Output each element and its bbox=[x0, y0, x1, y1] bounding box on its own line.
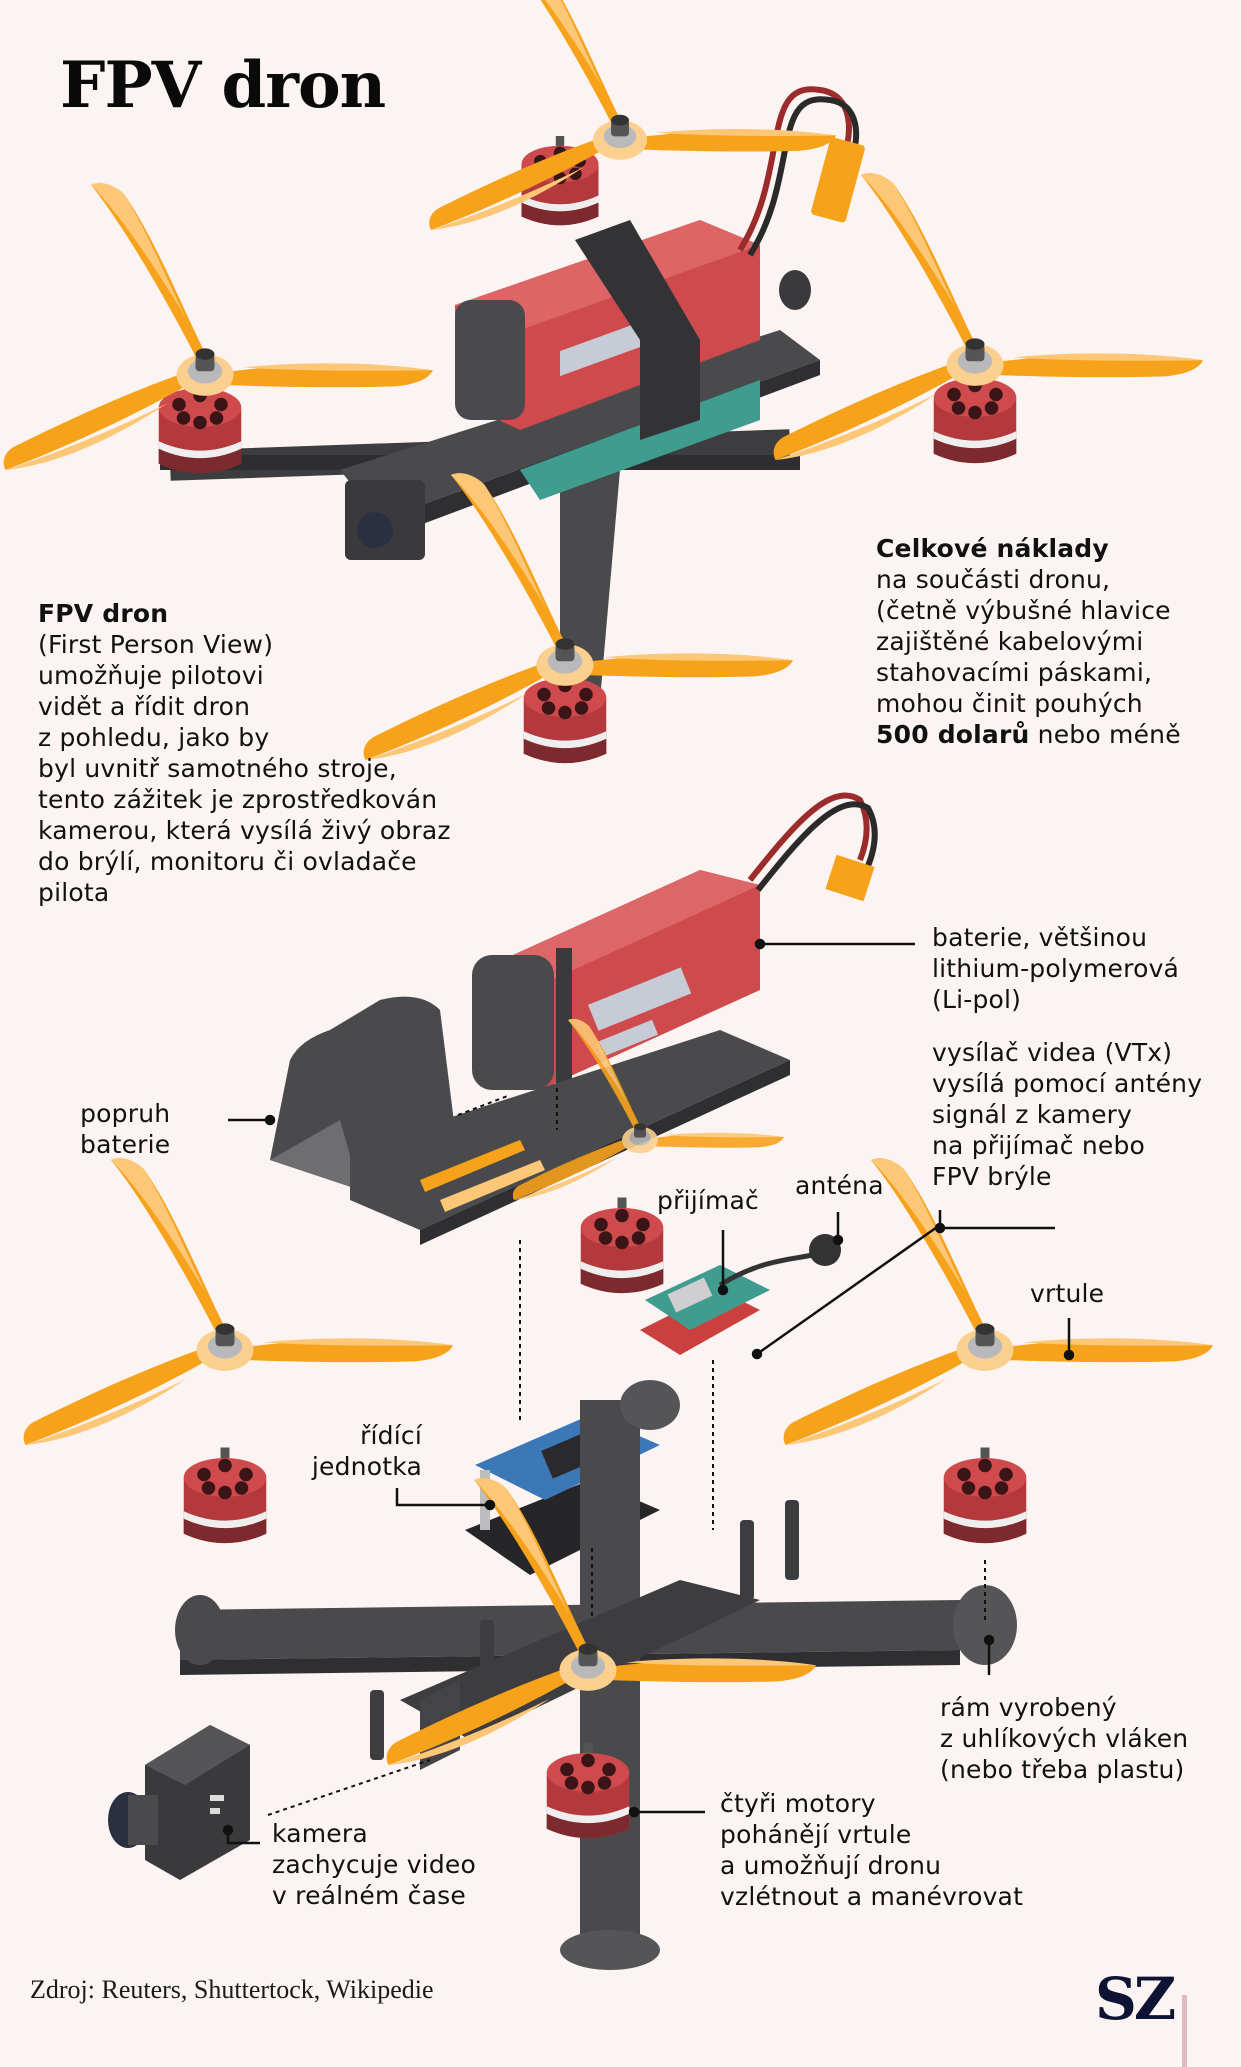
label-camera: kamera zachycuje video v reálném čase bbox=[272, 1818, 476, 1911]
leader-lines bbox=[222, 938, 1075, 1845]
label-line: signál z kamery bbox=[932, 1100, 1133, 1129]
label-vtx: vysílač videa (VTx) vysílá pomocí antény… bbox=[932, 1037, 1202, 1192]
cost-text: Celkové náklady na součásti dronu, (četn… bbox=[876, 533, 1181, 750]
label-propeller: vrtule bbox=[1030, 1278, 1104, 1309]
battery-part bbox=[472, 792, 878, 1090]
label-line: FPV brýle bbox=[932, 1162, 1052, 1191]
intro-line: vidět a řídit dron bbox=[38, 692, 251, 721]
label-line: z uhlíkových vláken bbox=[940, 1724, 1189, 1753]
label-line: vysílá pomocí antény bbox=[932, 1069, 1203, 1098]
cost-amount-suffix: nebo méně bbox=[1029, 720, 1181, 749]
label-line: zachycuje video bbox=[272, 1850, 476, 1879]
label-receiver: přijímač bbox=[657, 1185, 759, 1216]
page-title: FPV dron bbox=[60, 48, 386, 123]
dotted-guides bbox=[267, 1088, 986, 1816]
label-line: kamera bbox=[272, 1819, 368, 1848]
cost-line: (četně výbušné hlavice bbox=[876, 596, 1171, 625]
intro-line: do brýlí, monitoru či ovladače bbox=[38, 847, 417, 876]
intro-heading: FPV dron bbox=[38, 599, 169, 628]
label-line: na přijímač nebo bbox=[932, 1131, 1146, 1160]
cost-line: zajištěné kabelovými bbox=[876, 627, 1144, 656]
label-line: baterie, většinou bbox=[932, 923, 1148, 952]
camera-part bbox=[108, 1725, 250, 1880]
label-line: (Li-pol) bbox=[932, 985, 1022, 1014]
label-line: (nebo třeba plastu) bbox=[940, 1755, 1185, 1784]
cost-line: na součásti dronu, bbox=[876, 565, 1111, 594]
label-line: jednotka bbox=[311, 1452, 422, 1481]
label-line: pohánějí vrtule bbox=[720, 1820, 912, 1849]
label-line: baterie bbox=[80, 1130, 171, 1159]
cost-line: mohou činit pouhých bbox=[876, 689, 1143, 718]
receiver-part bbox=[640, 1234, 841, 1355]
assembled-drone bbox=[3, 0, 1203, 764]
cost-amount: 500 dolarů bbox=[876, 720, 1030, 749]
intro-line: (First Person View) bbox=[38, 630, 274, 659]
label-battery: baterie, většinou lithium-polymerová (Li… bbox=[932, 922, 1179, 1015]
logo-divider bbox=[1182, 1995, 1187, 2067]
label-line: a umožňují dronu bbox=[720, 1851, 942, 1880]
intro-line: umožňuje pilotovi bbox=[38, 661, 264, 690]
label-line: řídící bbox=[360, 1421, 422, 1450]
label-line: rám vyrobený bbox=[940, 1693, 1117, 1722]
intro-text: FPV dron (First Person View) umožňuje pi… bbox=[38, 598, 451, 908]
label-line: vrtule bbox=[1030, 1279, 1105, 1308]
intro-line: kamerou, která vysílá živý obraz bbox=[38, 816, 451, 845]
source-note: Zdroj: Reuters, Shuttertock, Wikipedie bbox=[30, 1975, 434, 2004]
cost-line: stahovacími páskami, bbox=[876, 658, 1153, 687]
intro-line: pilota bbox=[38, 878, 110, 907]
cost-heading: Celkové náklady bbox=[876, 534, 1109, 563]
label-line: popruh bbox=[80, 1099, 171, 1128]
label-flight-controller: řídící jednotka bbox=[297, 1420, 422, 1482]
label-motors: čtyři motory pohánějí vrtule a umožňují … bbox=[720, 1788, 1023, 1912]
intro-line: z pohledu, jako by bbox=[38, 723, 270, 752]
label-strap: popruh baterie bbox=[80, 1098, 170, 1160]
label-line: vzlétnout a manévrovat bbox=[720, 1882, 1024, 1911]
label-line: v reálném čase bbox=[272, 1881, 466, 1910]
label-line: lithium-polymerová bbox=[932, 954, 1180, 983]
label-frame: rám vyrobený z uhlíkových vláken (nebo t… bbox=[940, 1692, 1188, 1785]
exploded-drone bbox=[23, 792, 1213, 1970]
label-line: vysílač videa (VTx) bbox=[932, 1038, 1173, 1067]
intro-line: byl uvnitř samotného stroje, bbox=[38, 754, 397, 783]
intro-line: tento zážitek je zprostředkován bbox=[38, 785, 438, 814]
label-line: čtyři motory bbox=[720, 1789, 876, 1818]
label-line: přijímač bbox=[657, 1186, 760, 1215]
publisher-logo: SZ bbox=[1095, 1965, 1176, 2033]
label-antenna: anténa bbox=[795, 1170, 884, 1201]
label-line: anténa bbox=[795, 1171, 884, 1200]
